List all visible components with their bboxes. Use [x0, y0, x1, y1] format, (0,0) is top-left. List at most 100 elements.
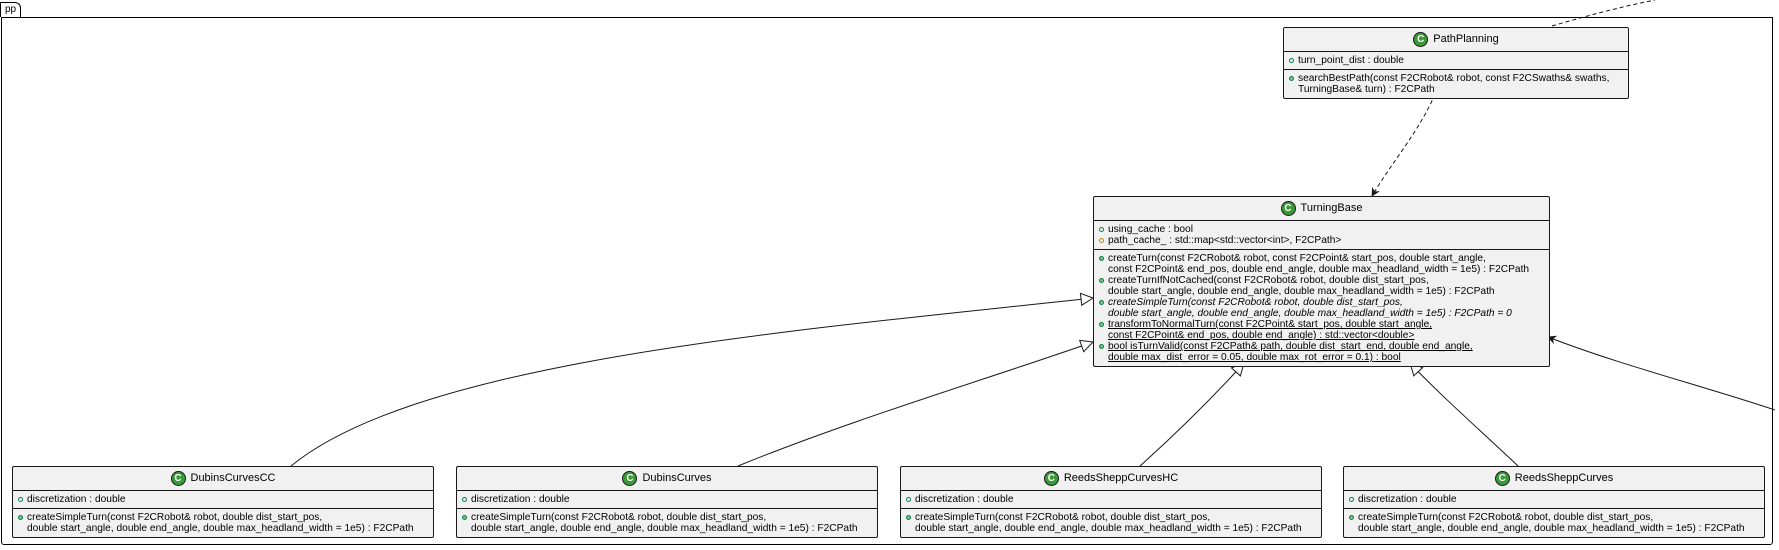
public-visibility-icon [1349, 515, 1354, 520]
attribute-text: discretization : double [471, 494, 570, 505]
operation-line: double start_angle, double end_angle, do… [471, 523, 858, 534]
generalization-dubinscurves [737, 342, 1093, 467]
class-badge-icon: C [622, 471, 638, 486]
public-visibility-icon [1099, 256, 1104, 261]
class-name: TurningBase [1300, 202, 1363, 214]
class-badge-icon: C [1280, 201, 1296, 216]
operation-line: createSimpleTurn(const F2CRobot& robot, … [471, 512, 767, 523]
operation-line: searchBestPath(const F2CRobot& robot, co… [1298, 73, 1610, 84]
operation: createSimpleTurn(const F2CRobot& robot, … [1099, 297, 1544, 319]
class-dubinscurvescc[interactable]: C DubinsCurvesCC discretization : double cr… [12, 466, 434, 538]
class-header: C TurningBase [1094, 197, 1549, 221]
attribute-compartment: discretization : double [901, 491, 1321, 509]
class-name: DubinsCurvesCC [190, 472, 276, 484]
operation-line: createSimpleTurn(const F2CRobot& robot, … [27, 512, 323, 523]
public-visibility-icon [462, 497, 467, 502]
class-name: ReedsSheppCurves [1514, 472, 1614, 484]
class-header: C ReedsSheppCurvesHC [901, 467, 1321, 491]
class-name: PathPlanning [1433, 33, 1499, 45]
operation-line: bool isTurnValid(const F2CPath& path, do… [1108, 341, 1473, 352]
operation-line: createSimpleTurn(const F2CRobot& robot, … [1108, 297, 1403, 308]
public-visibility-icon [1289, 76, 1294, 81]
package-name: pp [5, 4, 17, 15]
public-visibility-icon [1099, 300, 1104, 305]
operation: bool isTurnValid(const F2CPath& path, do… [1099, 341, 1544, 363]
attribute-compartment: discretization : double [457, 491, 877, 509]
operation: createSimpleTurn(const F2CRobot& robot, … [1349, 512, 1759, 534]
attribute: discretization : double [462, 494, 872, 505]
operation-line: double start_angle, double end_angle, do… [1358, 523, 1745, 534]
attribute: turn_point_dist : double [1289, 55, 1623, 66]
attribute-text: discretization : double [915, 494, 1014, 505]
operation-line: createTurn(const F2CRobot& robot, const … [1108, 253, 1486, 264]
operation-compartment: createTurn(const F2CRobot& robot, const … [1094, 250, 1549, 366]
public-visibility-icon [18, 497, 23, 502]
operation-line: double max_dist_error = 0.05, double max… [1108, 352, 1401, 363]
class-name: ReedsSheppCurvesHC [1063, 472, 1179, 484]
operation-line: createTurnIfNotCached(const F2CRobot& ro… [1108, 275, 1429, 286]
public-visibility-icon [1099, 278, 1104, 283]
public-visibility-icon [1099, 322, 1104, 327]
operation-compartment: createSimpleTurn(const F2CRobot& robot, … [13, 509, 433, 537]
class-reedssheppcurveshc[interactable]: C ReedsSheppCurvesHC discretization : doub… [900, 466, 1322, 538]
package-tab: pp [0, 2, 22, 17]
operation-compartment: createSimpleTurn(const F2CRobot& robot, … [457, 509, 877, 537]
generalization-reedsshepphc [1139, 363, 1244, 467]
operation-line: const F2CPoint& end_pos, double end_angl… [1108, 264, 1530, 275]
dependency-arrow-external-to-pathplanning [1551, 0, 1656, 27]
public-visibility-icon [906, 497, 911, 502]
public-visibility-icon [462, 515, 467, 520]
association-external-to-turningbase [1547, 335, 1776, 411]
public-visibility-icon [1099, 344, 1104, 349]
attribute: discretization : double [1349, 494, 1759, 505]
dependency-arrow-pathplanning-to-turningbase [1371, 93, 1436, 197]
operation: createSimpleTurn(const F2CRobot& robot, … [906, 512, 1316, 534]
attribute: using_cache : bool [1099, 224, 1544, 235]
attribute: discretization : double [18, 494, 428, 505]
generalization-reedsshepp [1410, 363, 1519, 467]
attribute-compartment: discretization : double [1344, 491, 1764, 509]
package-frame [1, 17, 1773, 545]
class-pathplanning[interactable]: C PathPlanning turn_point_dist : double sea… [1283, 27, 1629, 99]
attribute-text: using_cache : bool [1108, 224, 1193, 235]
class-header: C PathPlanning [1284, 28, 1628, 52]
operation-line: double start_angle, double end_angle, do… [1108, 308, 1512, 319]
operation-line: double start_angle, double end_angle, do… [1108, 286, 1495, 297]
operation: transformToNormalTurn(const F2CPoint& st… [1099, 319, 1544, 341]
attribute-compartment: discretization : double [13, 491, 433, 509]
operation-line: TurningBase& turn) : F2CPath [1298, 84, 1435, 95]
protected-visibility-icon [1099, 238, 1104, 243]
attribute: discretization : double [906, 494, 1316, 505]
attribute-compartment: turn_point_dist : double [1284, 52, 1628, 70]
class-name: DubinsCurves [642, 472, 712, 484]
class-badge-icon: C [1413, 32, 1429, 47]
operation-line: createSimpleTurn(const F2CRobot& robot, … [1358, 512, 1654, 523]
class-badge-icon: C [1043, 471, 1059, 486]
public-visibility-icon [906, 515, 911, 520]
generalization-dubinscurvescc [290, 298, 1093, 467]
public-visibility-icon [1349, 497, 1354, 502]
public-visibility-icon [18, 515, 23, 520]
attribute-text: path_cache_ : std::map<std::vector<int>,… [1108, 235, 1342, 246]
operation: createTurn(const F2CRobot& robot, const … [1099, 253, 1544, 275]
operation-compartment: searchBestPath(const F2CRobot& robot, co… [1284, 70, 1628, 98]
public-visibility-icon [1289, 58, 1294, 63]
operation-line: double start_angle, double end_angle, do… [27, 523, 414, 534]
class-dubinscurves[interactable]: C DubinsCurves discretization : double crea… [456, 466, 878, 538]
operation-line: const F2CPoint& end_pos, double end_angl… [1108, 330, 1415, 341]
public-visibility-icon [1099, 227, 1104, 232]
operation-compartment: createSimpleTurn(const F2CRobot& robot, … [1344, 509, 1764, 537]
class-badge-icon: C [170, 471, 186, 486]
operation-compartment: createSimpleTurn(const F2CRobot& robot, … [901, 509, 1321, 537]
attribute-text: discretization : double [1358, 494, 1457, 505]
attribute-text: turn_point_dist : double [1298, 55, 1404, 66]
attribute-text: discretization : double [27, 494, 126, 505]
operation: createTurnIfNotCached(const F2CRobot& ro… [1099, 275, 1544, 297]
class-header: C DubinsCurvesCC [13, 467, 433, 491]
operation: createSimpleTurn(const F2CRobot& robot, … [462, 512, 872, 534]
